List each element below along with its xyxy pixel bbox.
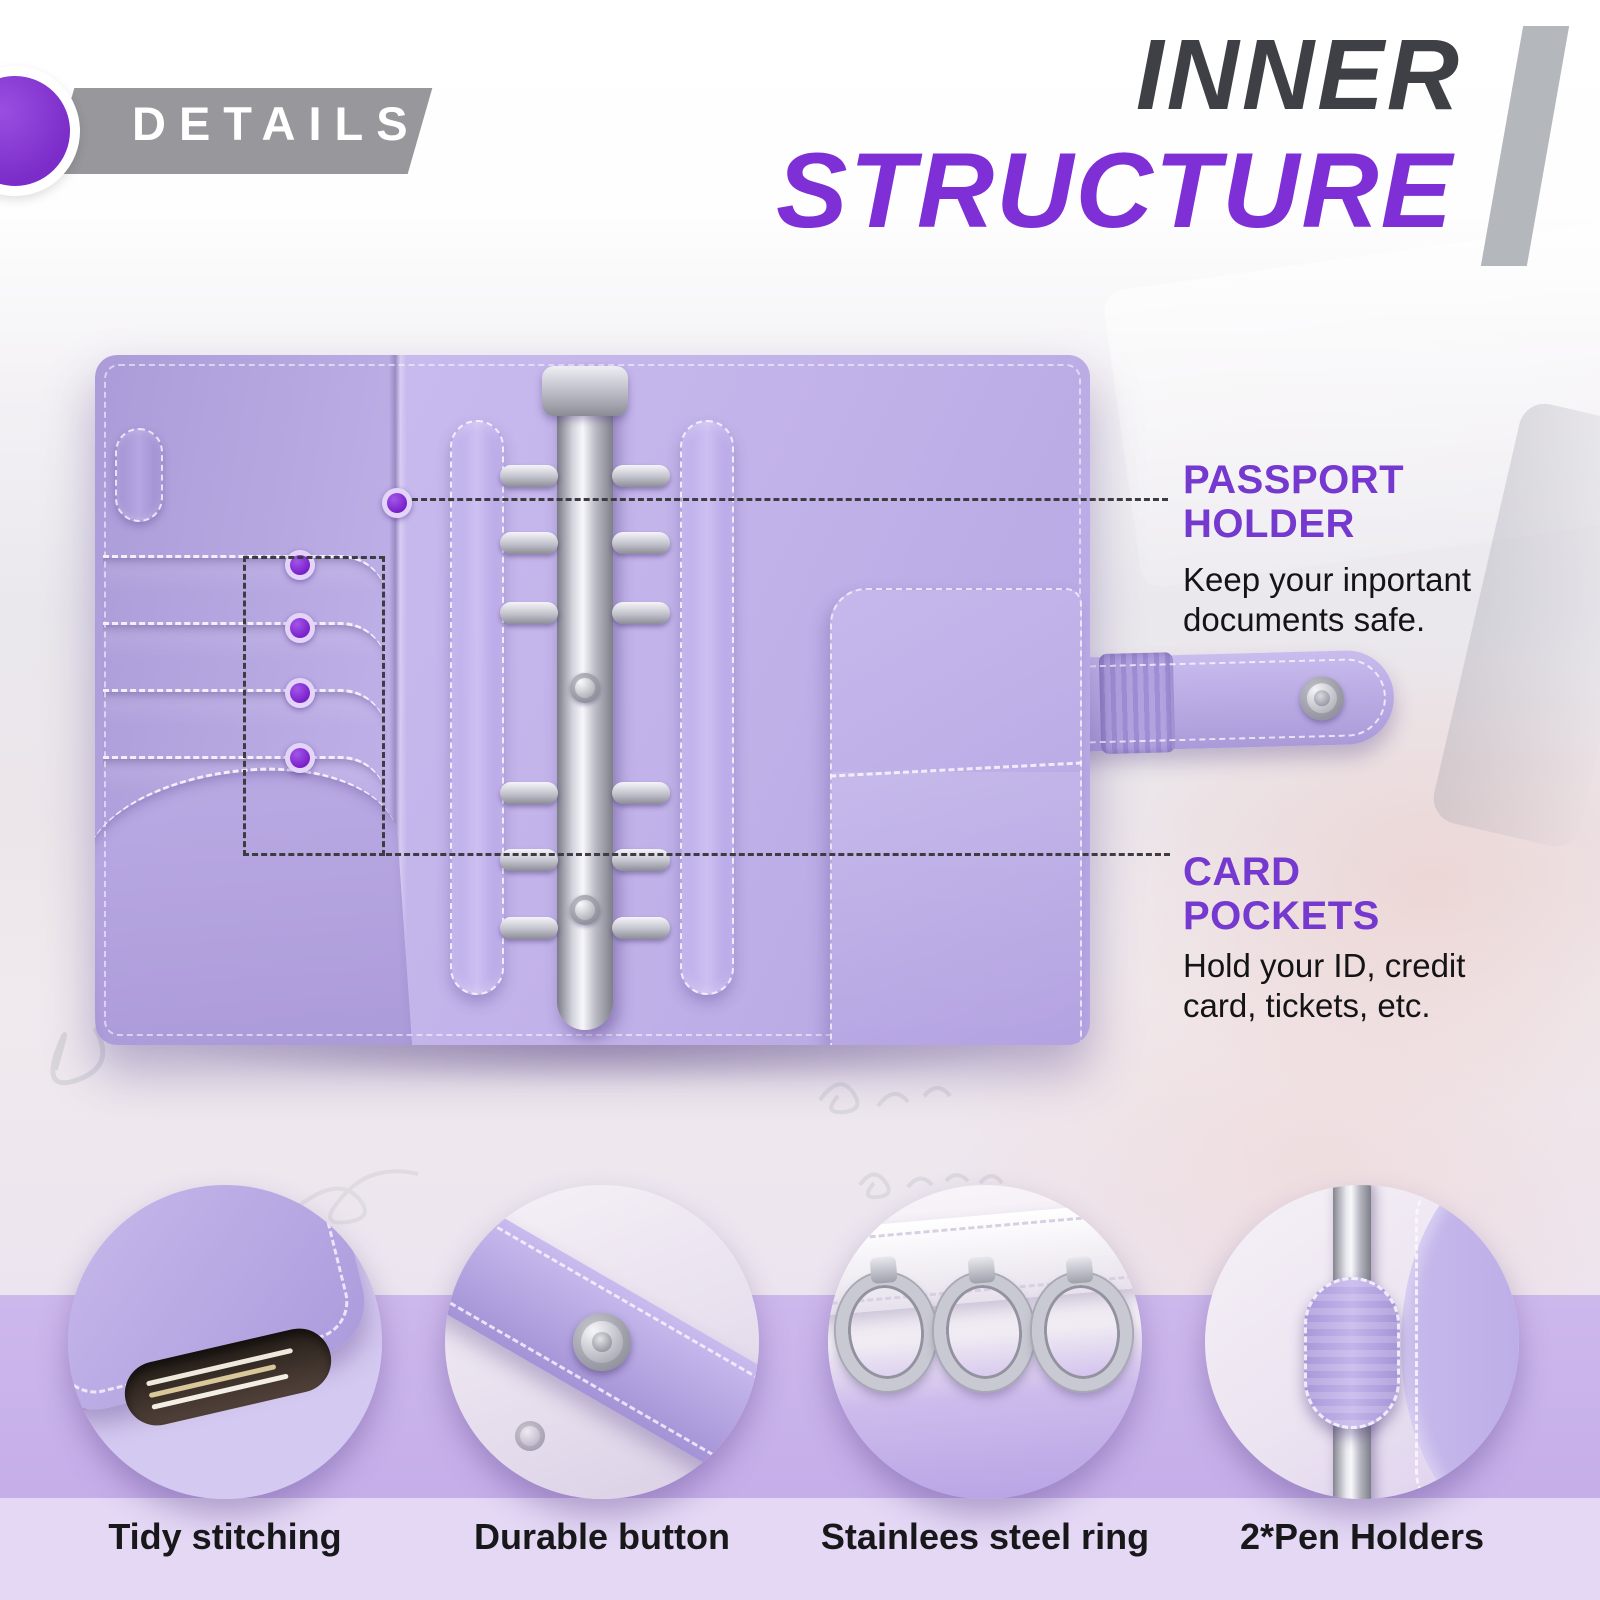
passport-pocket-front <box>832 772 1080 1045</box>
card-pockets-callout-line <box>386 853 1170 856</box>
feature2-snap-button-icon <box>573 1313 631 1371</box>
caption-strip <box>0 1498 1600 1600</box>
ring-mechanism-tab <box>542 366 628 416</box>
ring-mechanism-button <box>570 673 600 703</box>
feature-photo-durable-button <box>445 1185 759 1499</box>
strap-elastic-band <box>1098 652 1176 755</box>
title-line-inner: INNER <box>1135 19 1462 131</box>
passport-callout-line <box>412 498 1168 501</box>
feature-caption: Stainlees steel ring <box>820 1516 1150 1557</box>
passport-holder-heading: PASSPORT HOLDER <box>1183 458 1405 546</box>
feature-caption: Tidy stitching <box>108 1516 342 1557</box>
pen-holder-strap <box>450 420 504 995</box>
feature-photo-pen-holders <box>1205 1185 1519 1499</box>
pen-holder-strap <box>680 420 734 995</box>
marker-dot-icon <box>285 678 315 708</box>
snap-strap <box>1040 649 1396 755</box>
binder-ring <box>500 782 670 804</box>
card-pockets-heading: CARD POCKETS <box>1183 850 1380 938</box>
feature4-pen-loop <box>1304 1277 1400 1429</box>
ring-mechanism-button <box>570 895 600 925</box>
card-pockets-callout-box <box>243 556 385 856</box>
binder-ring <box>500 602 670 624</box>
marker-dot-icon <box>285 613 315 643</box>
snap-button-icon <box>1299 675 1345 721</box>
marker-dot-icon <box>285 743 315 773</box>
marker-dot-icon <box>382 488 412 518</box>
passport-pocket <box>830 588 1082 1045</box>
feature-caption: Durable button <box>474 1516 730 1557</box>
feature-caption: 2*Pen Holders <box>1239 1516 1485 1557</box>
details-label: DETAILS <box>132 97 421 150</box>
feature-photo-tidy-stitching <box>68 1185 382 1499</box>
feature2-snap-socket-icon <box>515 1421 545 1451</box>
binder-ring <box>500 917 670 939</box>
passport-holder-description: Keep your inportant documents safe. <box>1183 561 1472 638</box>
binder-ring <box>500 465 670 487</box>
marker-dot-icon <box>285 550 315 580</box>
binder-ring <box>500 532 670 554</box>
pen-loop <box>115 428 163 522</box>
binder-photo <box>95 355 1090 1045</box>
feature4-binder-edge <box>1401 1185 1519 1499</box>
feature-photo-steel-ring <box>828 1185 1142 1499</box>
title-line-structure: STRUCTURE <box>776 130 1454 250</box>
card-pockets-description: Hold your ID, credit card, tickets, etc. <box>1183 947 1466 1024</box>
